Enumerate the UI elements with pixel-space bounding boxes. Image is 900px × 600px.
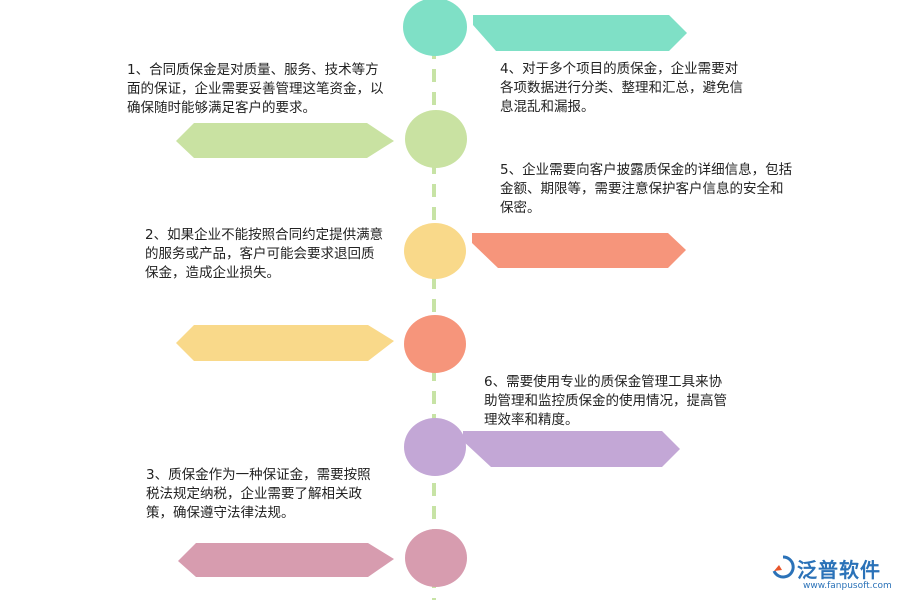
banner-3 — [178, 543, 394, 577]
item-2-text: 2、如果企业不能按照合同约定提供满意的服务或产品，客户可能会要求退回质保金，造成… — [145, 227, 384, 281]
item-6-text: 6、需要使用专业的质保金管理工具来协助管理和监控质保金的使用情况，提高管理效率和… — [484, 374, 727, 428]
logo-icon — [772, 555, 795, 579]
brand-logo: 泛普软件 www.fanpusoft.com — [770, 552, 895, 598]
node-3 — [405, 529, 467, 587]
banner-2 — [176, 325, 394, 361]
banner-6 — [463, 431, 680, 467]
node-6 — [404, 418, 466, 476]
node-1 — [405, 110, 467, 168]
node-5 — [404, 315, 466, 373]
banner-5 — [472, 233, 686, 268]
logo-name: 泛普软件 — [797, 558, 881, 582]
banner-1 — [176, 123, 394, 158]
node-4 — [403, 0, 467, 56]
item-1-text: 1、合同质保金是对质量、服务、技术等方面的保证，企业需要妥善管理这笔资金，以确保… — [127, 62, 384, 116]
logo-url: www.fanpusoft.com — [803, 581, 892, 591]
item-5-text: 5、企业需要向客户披露质保金的详细信息，包括金额、期限等，需要注意保护客户信息的… — [500, 162, 793, 216]
banner-4 — [473, 15, 687, 51]
item-4-text: 4、对于多个项目的质保金，企业需要对各项数据进行分类、整理和汇总，避免信息混乱和… — [500, 61, 743, 115]
item-3-text: 3、质保金作为一种保证金，需要按照税法规定纳税，企业需要了解相关政策，确保遵守法… — [146, 467, 371, 521]
node-2 — [404, 223, 466, 279]
